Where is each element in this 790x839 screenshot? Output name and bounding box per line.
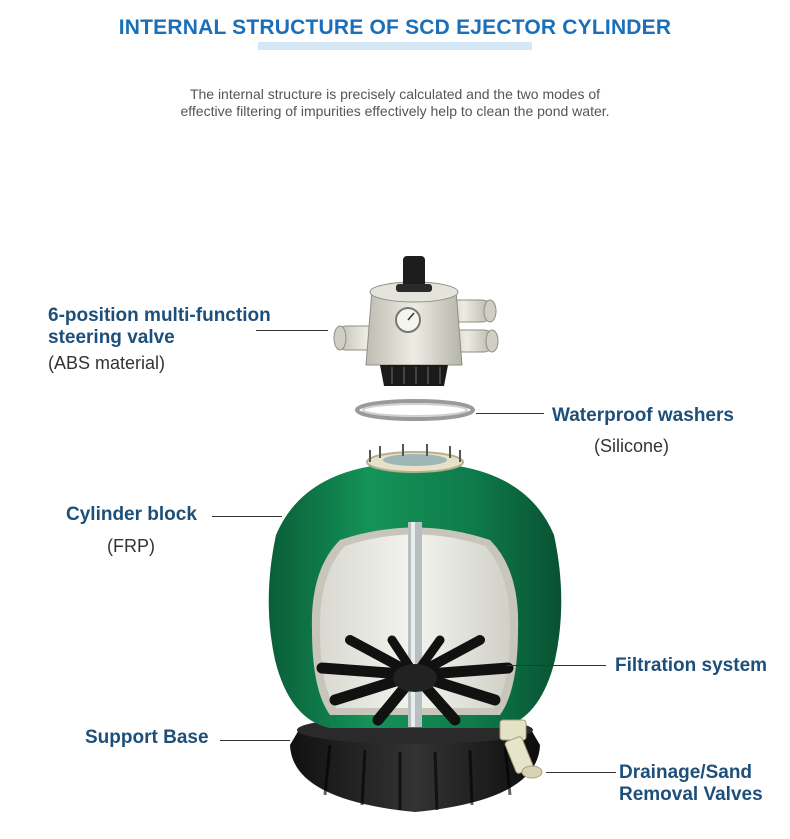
cylinder-material: (FRP): [107, 536, 155, 556]
valve-label-line2: steering valve: [48, 327, 175, 348]
drain-label-line1: Drainage/Sand: [619, 762, 753, 783]
valve-label: 6-position multi-function steering valve: [48, 305, 271, 349]
base-leader-line: [220, 740, 290, 741]
drain-label: Drainage/Sand Removal Valves: [619, 762, 763, 806]
title-underline: [258, 42, 532, 50]
washers-label: Waterproof washers: [552, 405, 734, 426]
washers-material: (Silicone): [594, 436, 670, 456]
valve-material: (ABS material): [48, 353, 166, 373]
filtration-label: Filtration system: [615, 655, 768, 676]
valve-label-line1: 6-position multi-function: [48, 305, 271, 326]
valve-leader-line: [256, 330, 328, 331]
washer-shape: [355, 399, 475, 421]
washer-leader-line: [476, 413, 544, 414]
filtration-leader-line: [506, 665, 606, 666]
drain-valve-shape: [499, 719, 543, 779]
support-base-shape: [290, 716, 540, 812]
cylinder-label: Cylinder block: [66, 504, 197, 525]
drain-leader-line: [546, 772, 616, 773]
cylinder-leader-line: [212, 516, 282, 517]
page-title: INTERNAL STRUCTURE OF SCD EJECTOR CYLIND…: [118, 16, 672, 39]
page-subtitle: The internal structure is precisely calc…: [180, 86, 610, 119]
base-label: Support Base: [85, 727, 209, 748]
multiport-valve-shape: [333, 256, 499, 386]
drain-label-line2: Removal Valves: [619, 784, 763, 805]
filtration-laterals-shape: [316, 635, 514, 726]
